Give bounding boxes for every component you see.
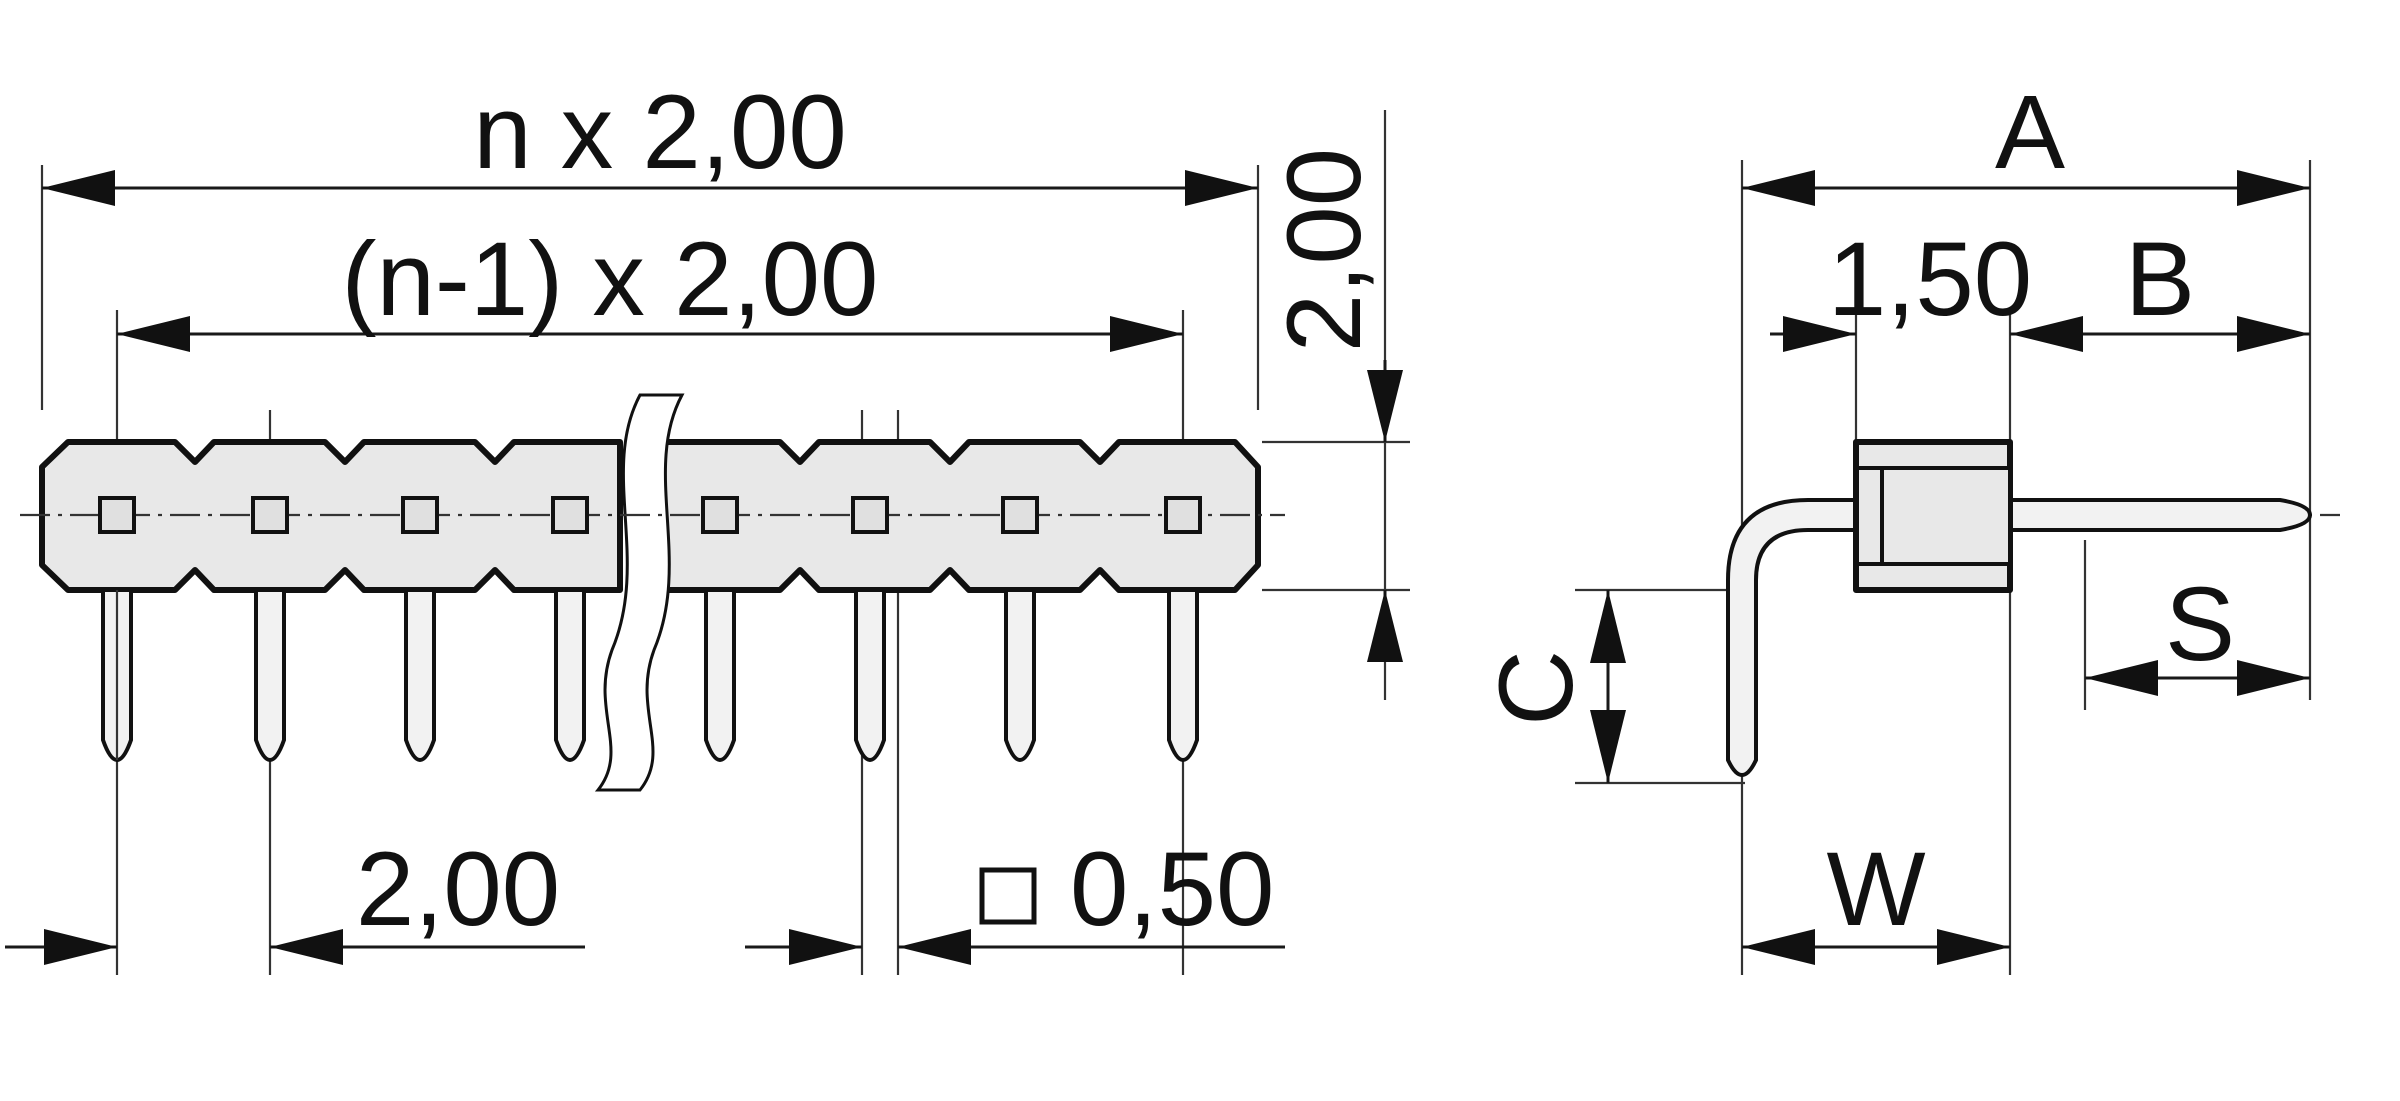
dim-line-s [2085, 660, 2310, 696]
label-offset: 1,50 [1828, 221, 2032, 338]
dim-line-pin-square [745, 929, 1285, 965]
pin-8 [1164, 496, 1202, 762]
label-pin-square: 0,50 [1070, 831, 1274, 948]
label-pitch: 2,00 [356, 831, 560, 948]
front-view: n x 2,00 (n-1) x 2,00 2,00 [5, 74, 1410, 975]
side-view: A 1,50 B S [1478, 74, 2340, 975]
dim-line-offset [1770, 316, 2310, 352]
label-s: S [2165, 566, 2235, 683]
dim-line-a [1742, 170, 2310, 206]
pin-1 [98, 496, 136, 762]
break-line [594, 393, 685, 792]
pin-5 [701, 496, 739, 762]
label-height: 2,00 [1266, 148, 1383, 352]
dim-line-pitch-span [117, 316, 1183, 352]
label-w: W [1826, 831, 1925, 948]
dim-line-height [1367, 360, 1403, 662]
dim-line-total-length [42, 170, 1258, 206]
dim-line-w [1742, 929, 2010, 965]
insulator-side [1853, 439, 2013, 593]
dim-line-c [1590, 590, 1626, 783]
pin-6 [851, 496, 889, 762]
pin-7 [1001, 496, 1039, 762]
label-c: C [1478, 650, 1595, 726]
dim-line-pitch [5, 929, 585, 965]
pin-2 [251, 496, 289, 762]
label-a: A [1995, 74, 2065, 191]
label-total-length: n x 2,00 [473, 74, 847, 191]
bent-pin [1726, 498, 2313, 777]
label-pitch-span: (n-1) x 2,00 [342, 221, 879, 338]
pin-3 [401, 496, 439, 762]
label-b: B [2125, 221, 2195, 338]
pin-4 [551, 496, 589, 762]
square-symbol-icon [979, 867, 1037, 925]
